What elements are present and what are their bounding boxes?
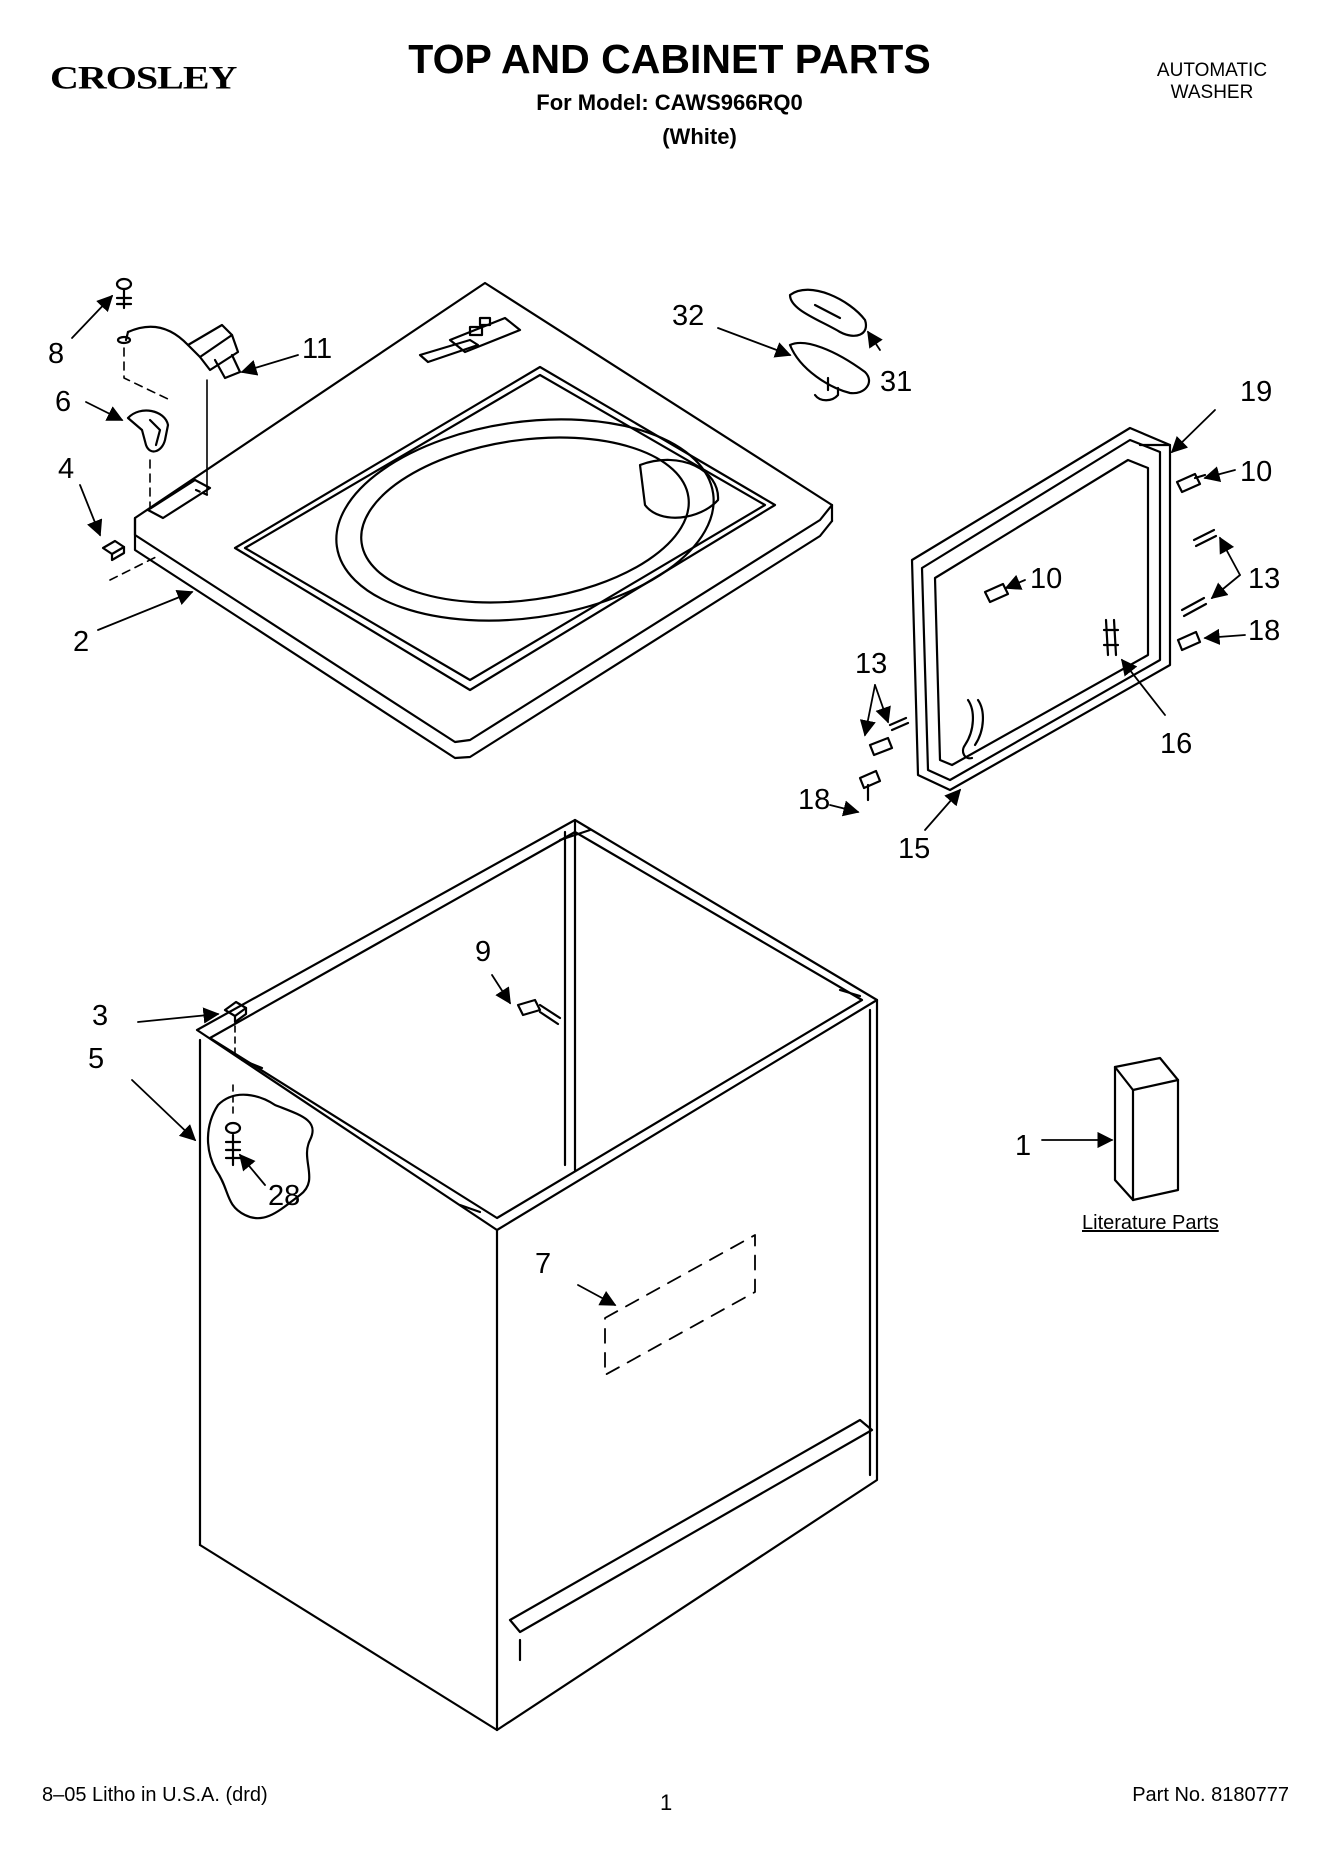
leader-9 — [491, 974, 511, 1005]
lid-switch-part — [115, 277, 242, 496]
leader-10b — [1004, 574, 1026, 590]
callout-18a: 18 — [1248, 615, 1281, 647]
callout-3: 3 — [92, 1000, 109, 1032]
literature-part — [1113, 1056, 1180, 1202]
leader-28 — [238, 1153, 266, 1186]
washer-top-assembly — [133, 281, 834, 760]
leader-13b-right — [874, 684, 891, 724]
leader-18a — [1203, 628, 1246, 645]
leader-13a-lower — [1210, 574, 1241, 600]
lid-hardware — [858, 472, 1218, 802]
leader-32 — [717, 327, 792, 358]
page-title: TOP AND CABINET PARTS — [408, 36, 931, 82]
callout-13a: 13 — [1248, 563, 1281, 595]
color-line: (White) — [662, 124, 737, 149]
callout-15: 15 — [898, 833, 931, 865]
bleach-dispenser-parts — [788, 288, 871, 402]
product-type-line-2: WASHER — [1170, 82, 1254, 103]
callout-10b: 10 — [1030, 563, 1063, 595]
clip-part-4 — [101, 539, 161, 581]
callout-13b: 13 — [855, 648, 888, 680]
leader-6 — [85, 401, 124, 421]
callout-10a: 10 — [1240, 456, 1273, 488]
cabinet-cutout-detail — [206, 1084, 314, 1220]
callout-leaders — [71, 294, 1246, 1306]
leader-15 — [924, 788, 962, 831]
callout-7: 7 — [535, 1248, 552, 1280]
printing-note: 8–05 Litho in U.S.A. (drd) — [42, 1784, 268, 1806]
callout-31: 31 — [880, 366, 913, 398]
callout-16: 16 — [1160, 728, 1193, 760]
leader-2 — [97, 589, 194, 631]
leader-11 — [240, 354, 299, 376]
callout-11: 11 — [302, 333, 333, 365]
callout-1: 1 — [1015, 1130, 1032, 1162]
leader-7 — [577, 1284, 617, 1306]
leader-18b — [829, 800, 860, 817]
callout-18b: 18 — [798, 784, 831, 816]
literature-parts-label: Literature Parts — [1082, 1212, 1219, 1234]
part-number: Part No. 8180777 — [1132, 1784, 1289, 1806]
callout-28: 28 — [268, 1180, 301, 1212]
leader-3 — [137, 1007, 220, 1024]
label-area-part-7 — [604, 1234, 756, 1376]
product-type: AUTOMATIC WASHER — [1137, 60, 1287, 104]
callout-19: 19 — [1240, 376, 1273, 408]
leader-31 — [867, 330, 883, 351]
page-number: 1 — [660, 1790, 673, 1815]
leader-13b-left — [859, 684, 876, 737]
callout-6: 6 — [55, 386, 72, 418]
lid-switch-bracket-part — [126, 409, 170, 509]
leader-8 — [71, 294, 114, 339]
callout-32: 32 — [672, 300, 705, 332]
leader-10a — [1203, 466, 1236, 483]
callout-8: 8 — [48, 338, 65, 370]
leader-16 — [1121, 658, 1166, 716]
callout-5: 5 — [88, 1043, 105, 1075]
model-line: For Model: CAWS966RQ0 — [536, 90, 803, 115]
callout-9: 9 — [475, 936, 492, 968]
callout-4: 4 — [58, 453, 75, 485]
cabinet-assembly — [195, 818, 879, 1732]
leader-4 — [79, 484, 103, 537]
product-type-line-1: AUTOMATIC — [1156, 60, 1268, 81]
leader-5 — [131, 1079, 197, 1142]
leader-19 — [1170, 409, 1216, 454]
cabinet-clip-and-screw — [223, 998, 562, 1056]
leader-13a-upper — [1219, 536, 1241, 576]
brand-logo: CROSLEY — [50, 58, 237, 96]
callout-2: 2 — [73, 626, 90, 658]
lid-assembly — [910, 426, 1172, 792]
